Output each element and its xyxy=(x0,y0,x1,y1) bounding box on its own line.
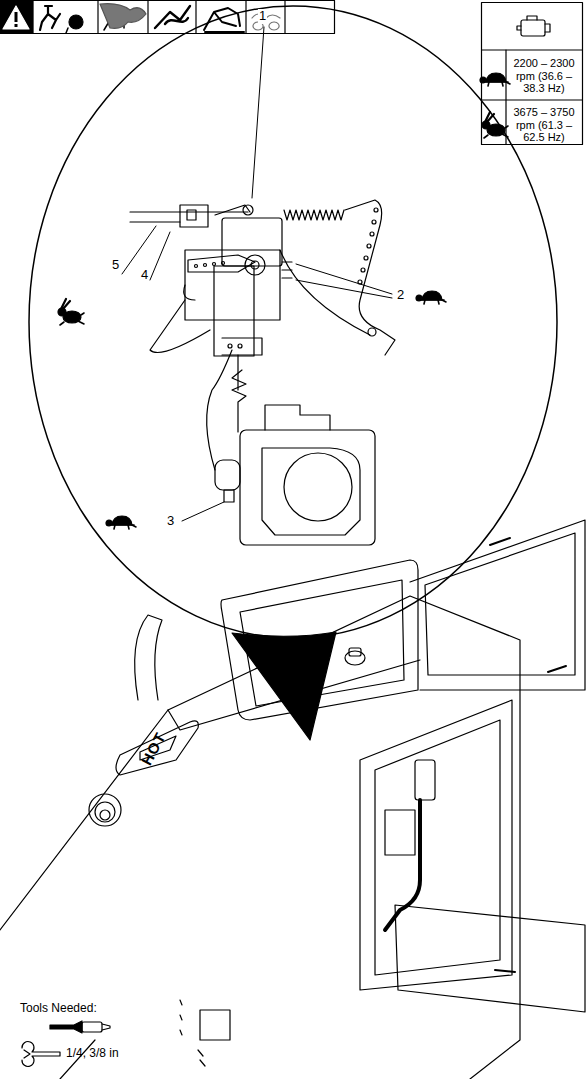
table-cell: 2200 – 2300 rpm (36.6 – 38.3 Hz) xyxy=(506,57,582,95)
callout-number: 5 xyxy=(111,258,120,273)
engine-icon xyxy=(517,16,550,36)
tools-text: 1/4, 3/8 in xyxy=(66,1047,119,1061)
welder-generator xyxy=(0,520,585,1079)
callout-number: 4 xyxy=(140,268,149,283)
spring xyxy=(284,210,344,220)
table-cell: 3675 – 3750 rpm (61.3 – 62.5 Hz) xyxy=(506,106,582,144)
warning-text: HOT xyxy=(138,729,170,768)
callout-number: 1 xyxy=(258,9,267,24)
carburetor xyxy=(215,405,375,545)
callout-number: 2 xyxy=(396,288,405,303)
leader-lines xyxy=(122,27,392,521)
tools-text: Tools Needed: xyxy=(20,1002,97,1016)
callout-number: 3 xyxy=(166,514,175,529)
